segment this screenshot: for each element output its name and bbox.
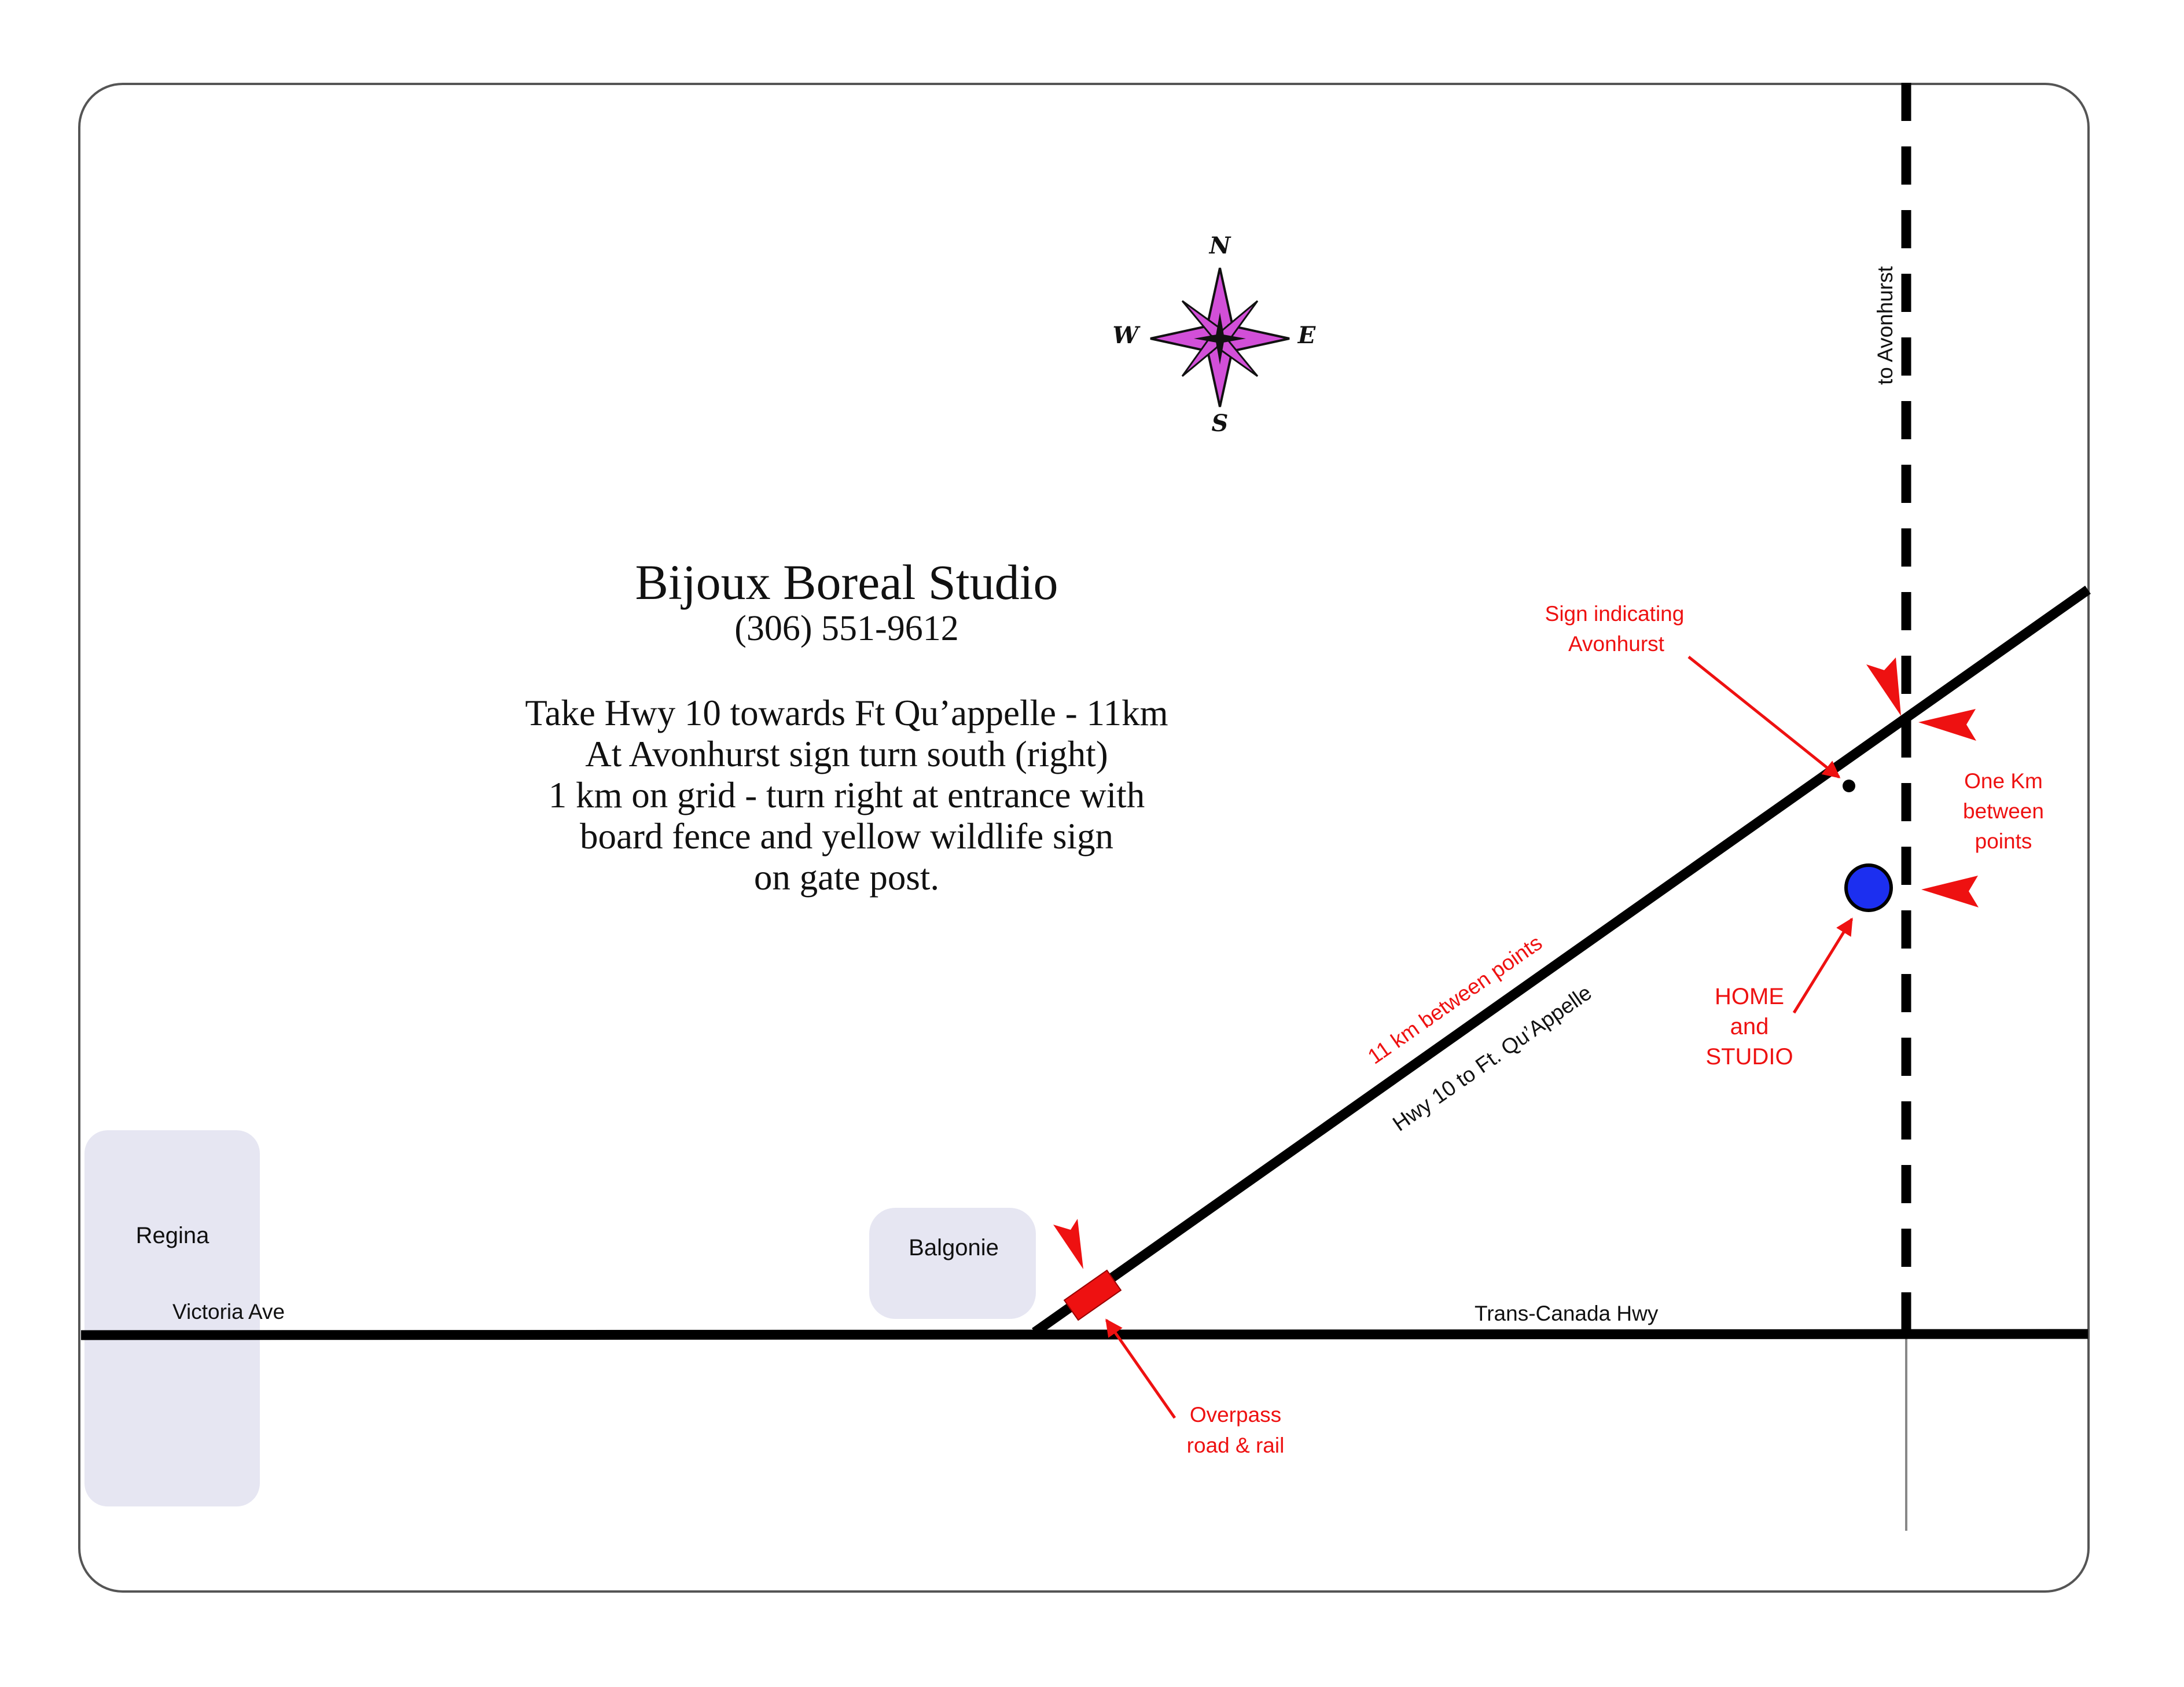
directions-line: Take Hwy 10 towards Ft Qu’appelle - 11km [525, 693, 1168, 733]
grid-distance-annotation: One Km between points [1963, 769, 2044, 853]
avonhurst-sign-point [1843, 780, 1855, 792]
sign-leader-line [1687, 656, 1841, 778]
regina-label: Regina [136, 1223, 210, 1248]
studio-phone: (306) 551-9612 [734, 609, 958, 648]
regina-area [84, 1130, 260, 1506]
sign-annotation: Sign indicating Avonhurst [1545, 602, 1685, 656]
highway-10 [1032, 586, 2091, 1336]
directions-line: At Avonhurst sign turn south (right) [585, 734, 1108, 774]
balgonie-label: Balgonie [909, 1235, 999, 1260]
victoria-ave-label: Victoria Ave [172, 1300, 285, 1324]
overpass-arrowhead-top [1053, 1219, 1083, 1269]
overpass-marker [1063, 1269, 1122, 1321]
annotation-line: and [1730, 1014, 1769, 1039]
directions-line: board fence and yellow wildlife sign [580, 816, 1113, 857]
directions-line: 1 km on grid - turn right at entrance wi… [549, 775, 1145, 815]
overpass-leader-line [1105, 1318, 1176, 1419]
home-studio-marker [1844, 863, 1893, 912]
annotation-line: between [1963, 799, 2044, 823]
annotation-line: HOME [1715, 984, 1784, 1009]
directions-line: on gate post. [754, 857, 939, 898]
directions-text: Take Hwy 10 towards Ft Qu’appelle - 11km… [525, 693, 1168, 898]
annotation-line: Overpass [1190, 1403, 1281, 1427]
compass-south-label: S [1212, 410, 1229, 437]
intersection-arrowhead-top [1866, 657, 1901, 716]
to-avonhurst-label: to Avonhurst [1873, 266, 1897, 385]
home-leader-line [1792, 917, 1854, 1014]
compass-north-label: N [1208, 232, 1231, 259]
overpass-annotation: Overpass road & rail [1187, 1403, 1285, 1457]
annotation-line: STUDIO [1705, 1044, 1793, 1069]
compass-star-icon [1150, 267, 1290, 407]
balgonie-area [869, 1208, 1036, 1319]
home-annotation: HOME and STUDIO [1705, 984, 1793, 1069]
trans-canada-highway [80, 1329, 2089, 1340]
compass-east-label: E [1297, 322, 1316, 349]
compass-west-label: W [1113, 322, 1141, 349]
grid-distance-arrowhead-north [1918, 709, 1976, 741]
grid-distance-arrowhead-south [1921, 876, 1979, 907]
annotation-line: One Km [1964, 769, 2043, 793]
map-border [78, 83, 2090, 1593]
trans-canada-label: Trans-Canada Hwy [1475, 1302, 1659, 1325]
compass-rose: N E S W [1113, 232, 1316, 437]
studio-title: Bijoux Boreal Studio [635, 554, 1058, 610]
annotation-line: road & rail [1187, 1434, 1285, 1457]
annotation-line: points [1975, 829, 2032, 853]
annotation-line: Sign indicating [1545, 602, 1685, 626]
annotation-line: Avonhurst [1568, 632, 1665, 656]
